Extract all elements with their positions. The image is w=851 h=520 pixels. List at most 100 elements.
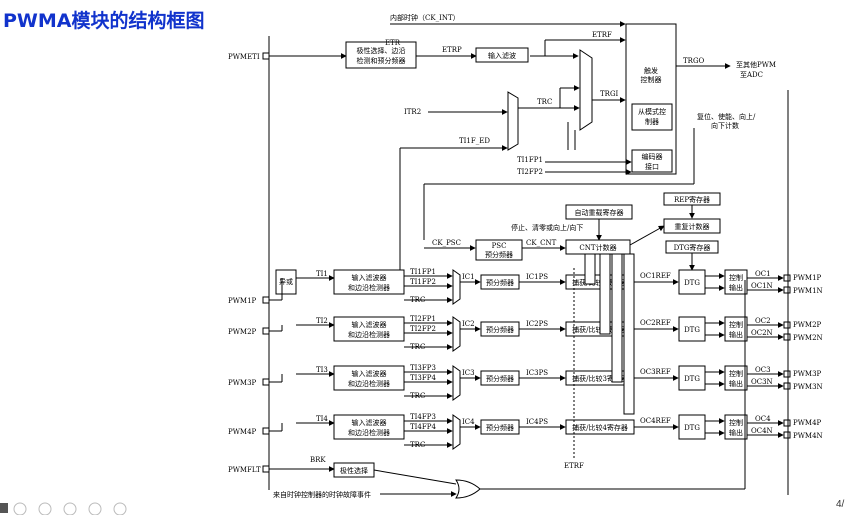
filter-line2-4: 和边沿检测器 <box>348 428 390 437</box>
ocn-label-2: OC2N <box>751 329 773 337</box>
encoder-line1: 编码器 <box>642 152 663 161</box>
brk-label: BRK <box>310 456 326 464</box>
ocn-label-4: OC4N <box>751 427 773 435</box>
slave-mode-line1: 从模式控 <box>638 107 666 116</box>
dtg-block-3 <box>678 365 706 391</box>
pin-out-n-3 <box>783 382 791 390</box>
fpb-label-3: TI3FP4 <box>410 374 436 382</box>
pin-out-p-label-3: PWM3P <box>793 370 822 378</box>
cc-register-label-4: 捕获/比较4寄存器 <box>572 423 628 432</box>
output-ctrl-block-1 <box>724 269 748 295</box>
fpa-label-3: TI3FP3 <box>410 364 436 372</box>
filter-edge-block-4 <box>333 414 405 440</box>
ti2fp2-label: TI2FP2 <box>517 168 543 176</box>
pin-label-pwmflt: PWMFLT <box>228 466 261 474</box>
count-down-label: 向下计数 <box>711 121 739 130</box>
ref-label-3: OC3REF <box>640 368 671 376</box>
trc-top-label: TRC <box>537 98 552 106</box>
dtg-block-1 <box>678 269 706 295</box>
pin-pwm4p <box>262 427 270 435</box>
nav-return-icon[interactable] <box>113 502 127 516</box>
pin-out-n-label-4: PWM4N <box>793 432 823 440</box>
xor-block <box>275 269 297 295</box>
trc-mux <box>507 91 519 151</box>
oc-label-4: OC4 <box>755 415 771 423</box>
slave-mode-block <box>631 103 673 131</box>
ocn-label-3: OC3N <box>751 378 773 386</box>
nav-icons <box>0 502 127 516</box>
pin-pwmflt <box>262 465 270 473</box>
nav-prev-icon[interactable] <box>0 503 8 513</box>
output-ctrl-line1-3: 控制 <box>729 369 743 378</box>
pin-out-p-4 <box>783 419 791 427</box>
pin-out-n-1 <box>783 286 791 294</box>
page-title: PWMA模块的结构框图 <box>3 10 205 32</box>
slide-nav-bar <box>0 499 150 516</box>
cnt-counter-block <box>565 239 631 255</box>
etr-label: ETR <box>385 39 401 47</box>
fpa-label-2: TI2FP1 <box>410 315 436 323</box>
ti1fp1-label: TI1FP1 <box>517 156 543 164</box>
pin-pwm3p <box>262 378 270 386</box>
nav-edit-icon[interactable] <box>38 502 52 516</box>
reset-enable-label: 复位、使能、向上/ <box>697 112 756 121</box>
pin-label-pwm4p: PWM4P <box>228 428 257 436</box>
cc-register-label-3: 捕获/比较3寄存器 <box>572 374 628 383</box>
fault-event-label: 来自时钟控制器的时钟故障事件 <box>273 490 371 499</box>
output-ctrl-line1-2: 控制 <box>729 320 743 329</box>
or-gate <box>455 479 481 499</box>
pin-label-pwm1p: PWM1P <box>228 297 257 305</box>
slave-mode-line2: 制器 <box>645 117 659 126</box>
output-ctrl-line2-2: 输出 <box>729 330 743 339</box>
ic-label-3: IC3 <box>462 369 475 377</box>
ic-label-4: IC4 <box>462 418 475 426</box>
to-adc-label: 至ADC <box>740 71 763 79</box>
polarity-detect-block <box>345 41 417 69</box>
nav-next-icon[interactable] <box>13 502 27 516</box>
psc-line1: PSC <box>492 242 507 250</box>
filter-line1-2: 输入滤波器 <box>352 320 387 329</box>
output-ctrl-line2-1: 输出 <box>729 283 743 292</box>
trc-label-3: TRC <box>410 392 425 400</box>
dtg-label-4: DTG <box>684 424 700 432</box>
filter-line1-3: 输入滤波器 <box>352 369 387 378</box>
pin-label-pwm2p: PWM2P <box>228 328 257 336</box>
dtg-label-3: DTG <box>684 375 700 383</box>
nav-menu-icon[interactable] <box>63 502 77 516</box>
trc-label-2: TRC <box>410 343 425 351</box>
input-filter-block <box>475 47 529 63</box>
pin-pwm2p <box>262 327 270 335</box>
filter-edge-block-2 <box>333 316 405 342</box>
pin-out-p-label-1: PWM1P <box>793 274 822 282</box>
ps-label-1: IC1PS <box>526 273 548 281</box>
filter-line1-1: 输入滤波器 <box>352 273 387 282</box>
fpa-label-1: TI1FP1 <box>410 268 436 276</box>
filter-edge-block-3 <box>333 365 405 391</box>
cnt-counter-label: CNT计数器 <box>579 243 616 252</box>
fpb-label-4: TI4FP4 <box>410 423 436 431</box>
ic-mux-3 <box>452 365 461 401</box>
ic-mux-4 <box>452 414 461 450</box>
polarity-block-line2: 检测和预分频器 <box>357 56 406 65</box>
ck-cnt-label: CK_CNT <box>526 239 557 247</box>
oc-label-1: OC1 <box>755 270 771 278</box>
trc-label-1: TRC <box>410 296 425 304</box>
etrf-label: ETRF <box>592 31 612 39</box>
rep-register-label: REP寄存器 <box>674 195 710 204</box>
output-ctrl-line2-4: 输出 <box>729 428 743 437</box>
prescaler-label-1: 预分频器 <box>486 278 514 287</box>
nav-zoom-icon[interactable] <box>88 502 102 516</box>
ic-mux-2 <box>452 316 461 352</box>
dtg-register-label: DTG寄存器 <box>674 243 711 252</box>
polarity-select-label: 极性选择 <box>340 466 368 475</box>
filter-edge-block-1 <box>333 269 405 295</box>
ps-label-2: IC2PS <box>526 320 548 328</box>
ti-label-1: TI1 <box>316 270 328 278</box>
pin-out-n-label-1: PWM1N <box>793 287 823 295</box>
internal-clock-label: 内部时钟（CK_INT） <box>390 13 460 22</box>
ocn-label-1: OC1N <box>751 282 773 290</box>
ti1f-ed-label: TI1F_ED <box>459 137 490 145</box>
xor-label: 异或 <box>279 277 293 286</box>
